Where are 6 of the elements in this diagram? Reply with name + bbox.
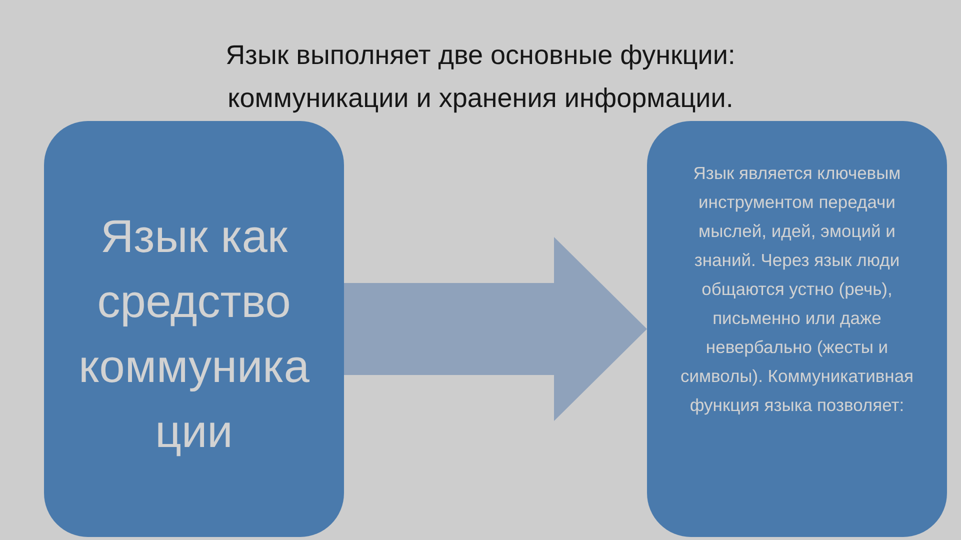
box-text: Язык как средство коммуникации xyxy=(78,209,310,459)
block-arrow xyxy=(344,237,647,421)
rounded-box xyxy=(647,121,947,537)
slide-title: Язык выполняет две основные функции: коммуникации и хранения информации. xyxy=(224,39,736,115)
box-text: Язык является ключевым инструментом передачи мыслей, идей, эмоций и знаний. Через язык люди общаются устно (речь), письменно или даже невербально (жесты и символы). Коммуникативная функция языка позволяет: xyxy=(679,162,915,417)
rounded-box xyxy=(44,121,344,537)
